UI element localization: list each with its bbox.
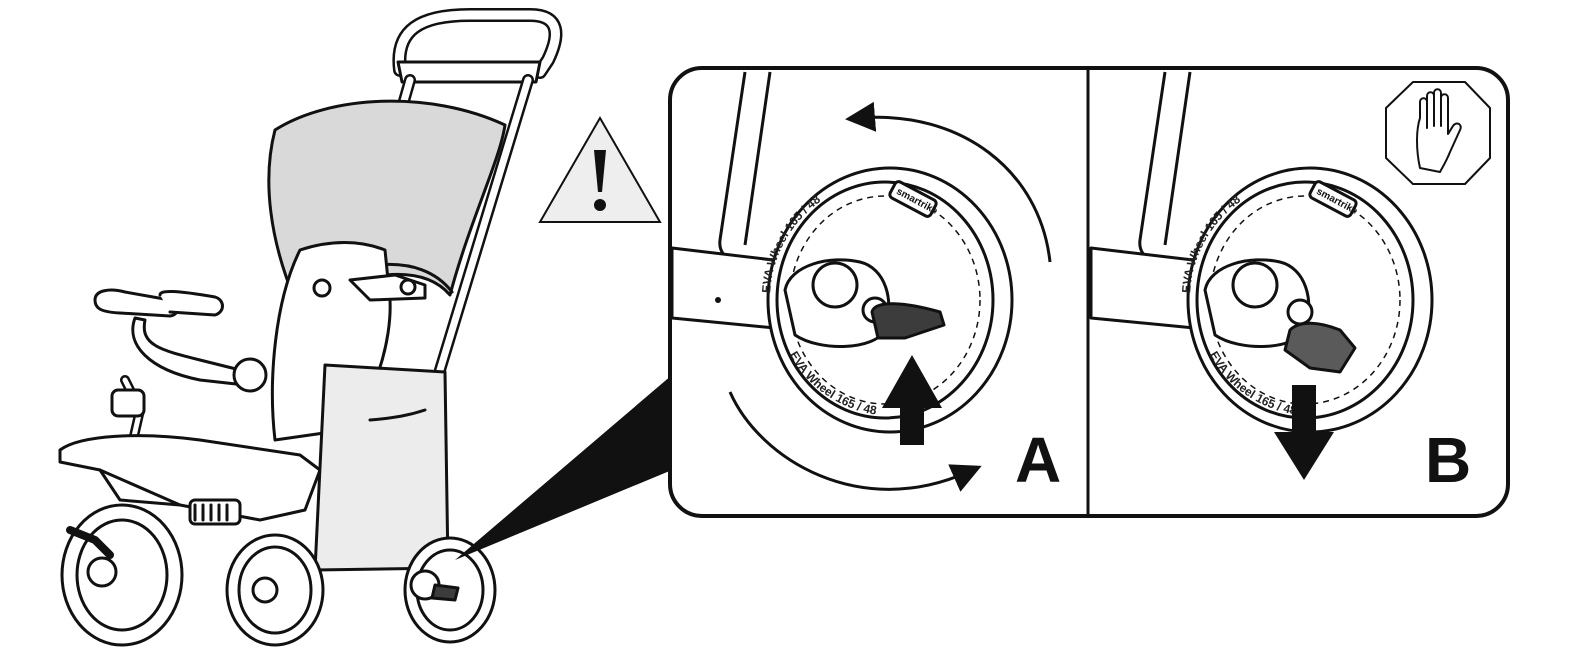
hand-stop-icon (1385, 81, 1491, 185)
frame-body (58, 434, 322, 526)
handlebar (93, 288, 268, 450)
push-handle (392, 8, 563, 84)
brake-lever-small (430, 583, 460, 602)
warning-icon (538, 115, 662, 223)
panel-a-label: A (1015, 424, 1061, 496)
panel-b: EVA Wheel 165 / 48 EVA Wheel 165 / 48 sm… (1089, 71, 1491, 496)
brake-lever-a (870, 302, 946, 340)
panel-b-label: B (1425, 424, 1471, 496)
tricycle-illustration (58, 8, 563, 647)
brake-lever-b (1283, 321, 1357, 374)
rear-wheel-left (225, 533, 325, 647)
arrow-up-icon (882, 355, 942, 445)
storage-bag (313, 363, 450, 572)
rotation-arrow-top-icon (845, 101, 1052, 263)
arrow-down-icon (1274, 385, 1334, 480)
rotation-arrow-bottom-icon (728, 391, 982, 492)
zoom-callout (455, 375, 672, 560)
rear-wheel-right (403, 536, 497, 644)
panel-a: EVA Wheel 165 / 48 EVA Wheel 165 / 48 sm… (670, 71, 1061, 496)
front-wheel (60, 503, 184, 647)
